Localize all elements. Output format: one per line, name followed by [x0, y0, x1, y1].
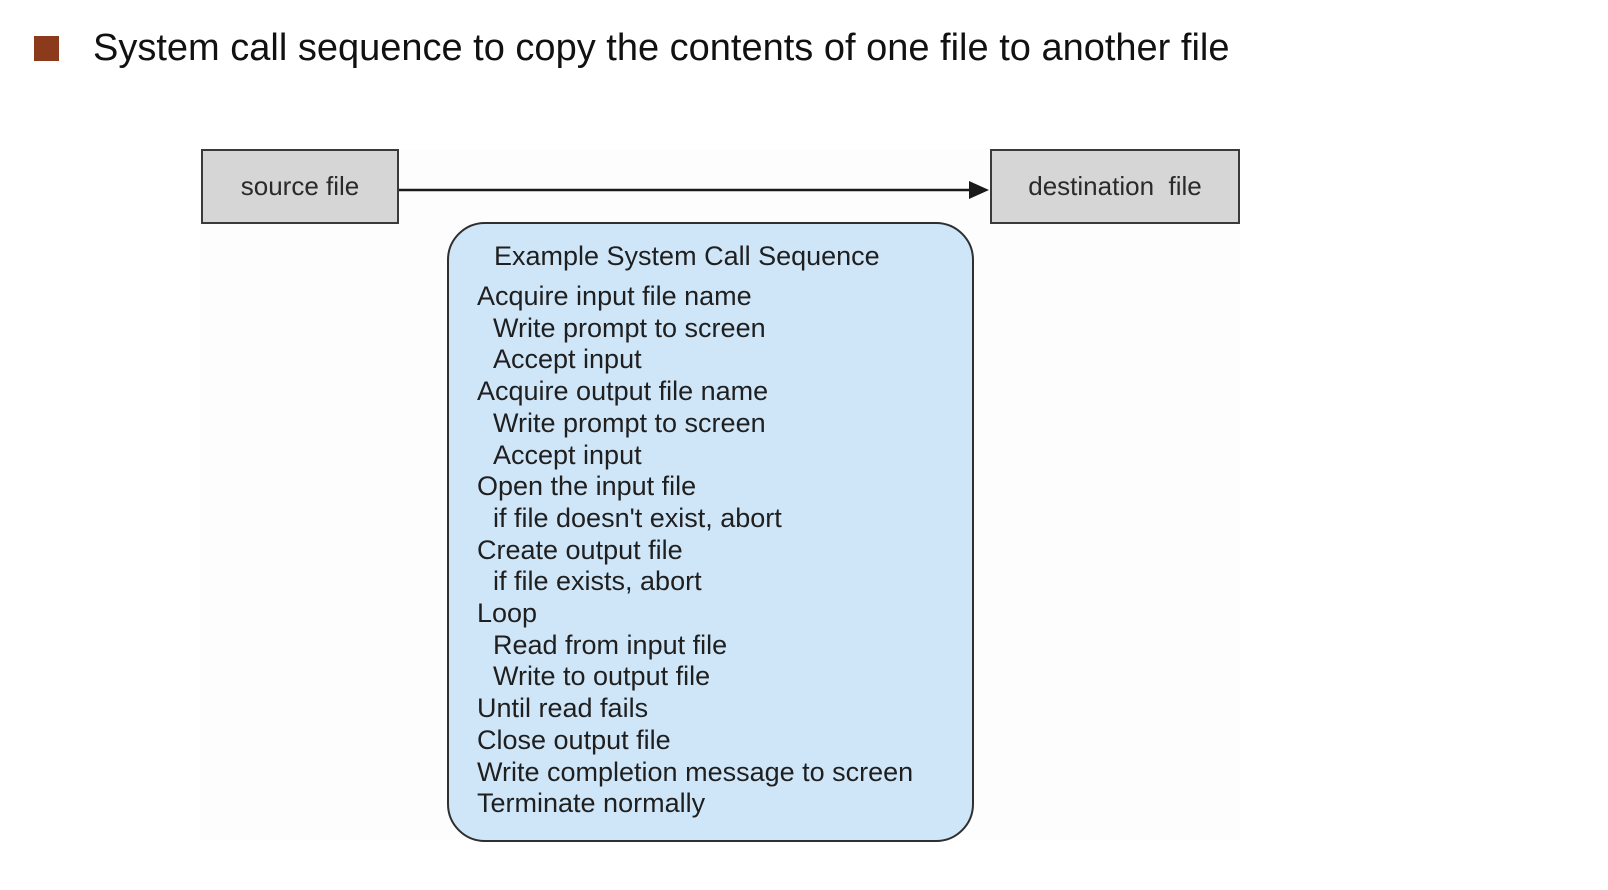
sequence-step: Read from input file	[493, 629, 728, 660]
sequence-step: Write completion message to screen	[477, 756, 914, 787]
sequence-step: Close output file	[477, 724, 671, 755]
slide-title: System call sequence to copy the content…	[93, 27, 1230, 69]
sequence-step: Terminate normally	[477, 788, 706, 819]
copy-arrow	[399, 181, 989, 199]
sequence-step: Write to output file	[493, 661, 711, 692]
sequence-step: Accept input	[493, 344, 642, 375]
sequence-step: if file doesn't exist, abort	[493, 502, 782, 533]
sequence-step: Loop	[477, 598, 538, 629]
arrow-head-icon	[969, 181, 989, 199]
bullet-square-icon	[34, 36, 59, 61]
sequence-step: Accept input	[493, 439, 642, 470]
sequence-step: Write prompt to screen	[493, 312, 766, 343]
sequence-step: Create output file	[477, 534, 683, 565]
destination-file-box: destination file	[990, 149, 1240, 224]
system-call-sequence-box: Example System Call Sequence Acquire inp…	[447, 222, 974, 842]
source-file-box: source file	[201, 149, 399, 224]
sequence-step: Acquire input file name	[477, 281, 752, 311]
sequence-step: Write prompt to screen	[493, 407, 766, 438]
sequence-step: Acquire output file name	[477, 376, 769, 407]
sequence-step: if file exists, abort	[493, 566, 702, 597]
sequence-step: Until read fails	[477, 693, 649, 724]
sequence-title: Example System Call Sequence	[494, 241, 880, 271]
sequence-step: Open the input file	[477, 471, 697, 502]
